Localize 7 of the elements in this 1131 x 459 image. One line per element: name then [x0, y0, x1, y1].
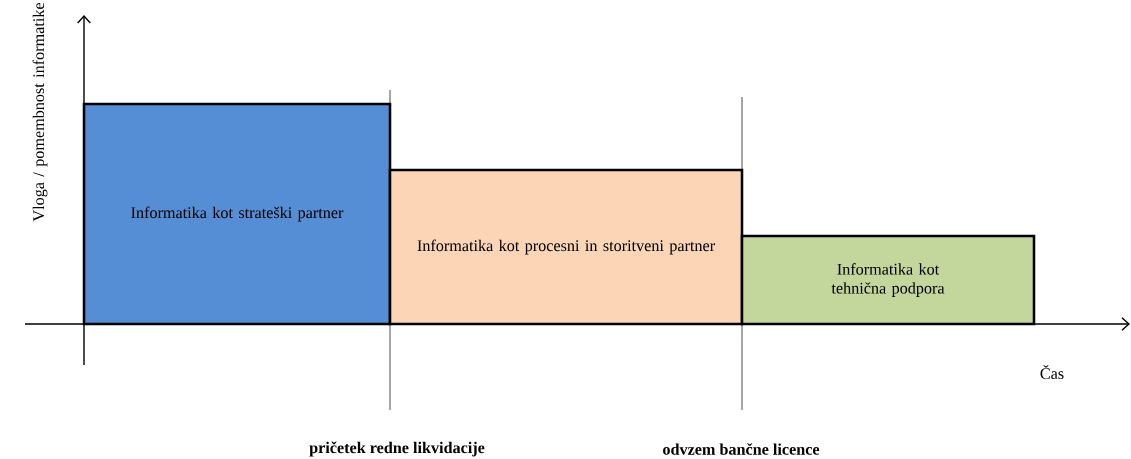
axis-title: Čas [1040, 365, 1064, 379]
phase-box: Informatika kot strateški partner [82, 102, 392, 326]
phase-box: Informatika kot tehnična podpora [740, 234, 1036, 326]
axis-title: Vloga / pomembnost informatike [32, 3, 48, 222]
milestone-label: odvzem bančne licence [663, 443, 820, 455]
milestone-label: pričetek redne likvidacije [309, 441, 485, 457]
phase-box: Informatika kot procesni in storitveni partner [388, 168, 744, 326]
